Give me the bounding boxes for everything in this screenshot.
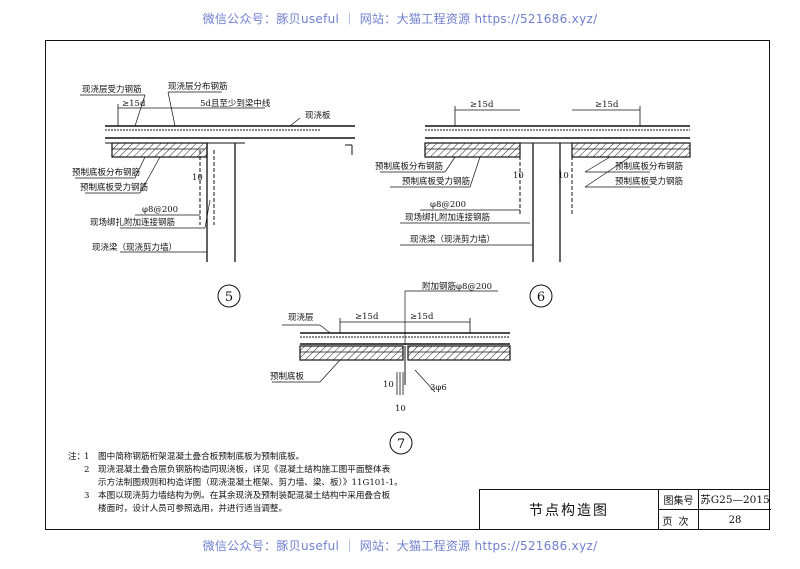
d6-field-bar-label: 现场绑扎附加连接钢筋	[405, 212, 490, 223]
notes: 注： 1 图中简称钢筋桁架混凝土叠合板预制底板为预制底板。 2 现浇混凝土叠合层…	[68, 451, 483, 516]
page-number-value: 28	[728, 514, 742, 526]
page-number-label: 页次	[659, 510, 699, 530]
notes-indent	[68, 490, 84, 503]
d6-precast-dist-right-label: 预制底板分布钢筋	[615, 161, 683, 172]
notes-indent	[68, 477, 84, 490]
detail-5	[75, 91, 355, 308]
note-text: 图中简称钢筋桁架混凝土叠合板预制底板为预制底板。	[98, 452, 305, 462]
d5-cast-top-bar-label: 现浇层受力钢筋	[82, 84, 142, 95]
note-number: 2	[84, 465, 90, 475]
note-text: 楼面时，设计人员可参照选用，并进行适当调整。	[98, 504, 288, 514]
note-number: 1	[84, 452, 90, 462]
d7-cast-layer-label: 现浇层	[288, 312, 314, 323]
d6-precast-main-left-label: 预制底板受力钢筋	[402, 176, 470, 187]
note-row: 示方法制图规则和构造详图（现浇混凝土框架、剪力墙、梁、板）》11G101-1。	[68, 477, 483, 490]
d6-dim-right: ≥15d	[595, 100, 619, 110]
detail-5-labels: 现浇层受力钢筋 现浇层分布钢筋 ≥15d 5d且至少到梁中线 现浇板 预制底板分…	[72, 81, 331, 305]
d5-field-bar-label: 现场绑扎附加连接钢筋	[90, 217, 175, 228]
atlas-number-label: 图集号	[659, 490, 699, 510]
detail-6-labels: ≥15d ≥15d 预制底板分布钢筋 预制底板受力钢筋 10 10 φ8@200…	[375, 100, 683, 305]
watermark-bottom: 微信公众号：豚贝useful ｜ 网站：大猫工程资源 https://52168…	[202, 539, 598, 553]
note-text: 本图以现浇剪力墙结构为例。在其余现浇及预制装配混凝土结构中采用叠合板	[98, 491, 391, 501]
watermark-top: 微信公众号：豚贝useful ｜ 网站：大猫工程资源 https://52168…	[202, 12, 598, 26]
d6-dim-10-right: 10	[558, 171, 569, 181]
d5-slab-label: 现浇板	[305, 110, 331, 121]
d7-precast-label: 预制底板	[270, 371, 305, 382]
d6-dim-left: ≥15d	[470, 100, 494, 110]
d6-dim-10-left: 10	[513, 171, 524, 181]
d5-number: 5	[225, 290, 233, 305]
d6-precast-main-right-label: 预制底板受力钢筋	[615, 176, 683, 187]
d7-dim-left: ≥15d	[355, 312, 379, 322]
note-row: 楼面时，设计人员可参照选用，并进行适当调整。	[68, 503, 483, 516]
title-block: 节点构造图 图集号 苏G25—2015 页次 28	[479, 489, 771, 530]
d7-3phi6-label: 3φ6	[430, 383, 447, 393]
notes-lead: 注：	[68, 452, 86, 462]
d5-dim-mid: 5d且至少到梁中线	[200, 98, 271, 109]
note-row: 2 现浇混凝土叠合层负钢筋构造同现浇板，详见《混凝土结构施工图平面整体表	[68, 464, 483, 477]
note-row: 3 本图以现浇剪力墙结构为例。在其余现浇及预制装配混凝土结构中采用叠合板	[68, 490, 483, 503]
detail-6	[380, 106, 691, 308]
d5-dim-left: ≥15d	[122, 99, 146, 109]
note-number	[84, 477, 98, 490]
d5-dim-10: 10	[192, 173, 203, 183]
drawing-title: 节点构造图	[480, 490, 659, 530]
d5-precast-dist-label: 预制底板分布钢筋	[72, 167, 140, 178]
d5-precast-main-label: 预制底板受力钢筋	[80, 182, 148, 193]
note-number: 3	[84, 491, 90, 501]
d7-number: 7	[397, 437, 405, 452]
d5-cast-dist-bar-label: 现浇层分布钢筋	[168, 81, 228, 92]
d7-dim-10a: 10	[383, 380, 394, 390]
d6-phi-label: φ8@200	[430, 200, 466, 210]
notes-indent	[68, 464, 84, 477]
detail-7	[272, 290, 511, 455]
d6-number: 6	[537, 290, 545, 305]
detail-7-labels: 附加钢筋φ8@200 现浇层 ≥15d ≥15d 预制底板 10 10 3φ6 …	[270, 281, 492, 452]
d6-precast-dist-left-label: 预制底板分布钢筋	[375, 161, 443, 172]
d7-dim-10b: 10	[395, 404, 406, 414]
d7-add-bar-label: 附加钢筋φ8@200	[422, 281, 492, 292]
notes-indent	[68, 503, 84, 516]
d6-beam-label: 现浇梁（现浇剪力墙）	[410, 234, 495, 245]
note-row: 注： 1 图中简称钢筋桁架混凝土叠合板预制底板为预制底板。	[68, 451, 483, 464]
note-number	[84, 503, 98, 516]
d5-beam-label: 现浇梁（现浇剪力墙）	[92, 242, 177, 253]
d7-dim-right: ≥15d	[410, 312, 434, 322]
atlas-number-value: 苏G25—2015	[699, 490, 771, 510]
d5-phi-label: φ8@200	[142, 205, 178, 215]
note-text: 示方法制图规则和构造详图（现浇混凝土框架、剪力墙、梁、板）》11G101-1。	[98, 478, 403, 488]
note-text: 现浇混凝土叠合层负钢筋构造同现浇板，详见《混凝土结构施工图平面整体表	[98, 465, 391, 475]
drawing-frame	[45, 40, 770, 530]
